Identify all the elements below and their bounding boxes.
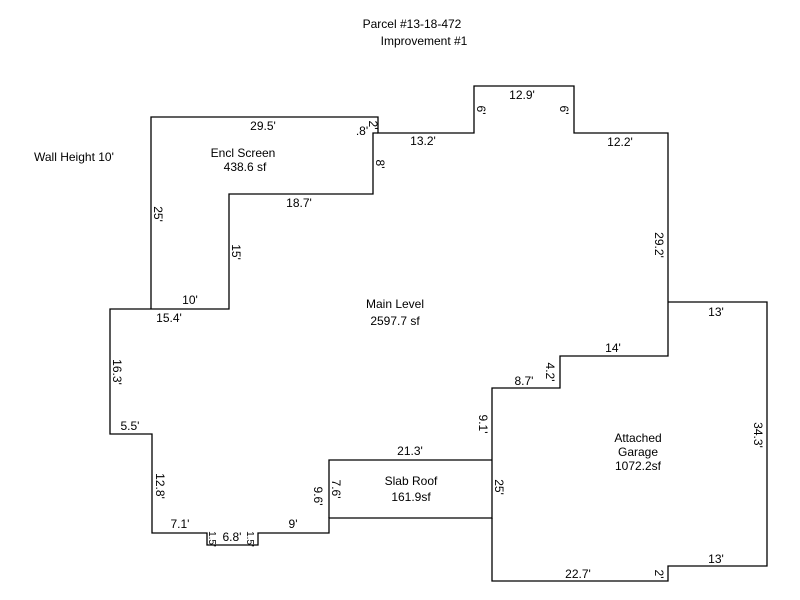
dim-label: 4.2' xyxy=(543,363,557,382)
dim-label: 25' xyxy=(492,479,506,495)
main-level-area: 2597.7 sf xyxy=(370,314,420,328)
dim-label: 8' xyxy=(373,160,387,169)
encl-screen-name: Encl Screen xyxy=(211,146,276,160)
dim-label: 2' xyxy=(366,121,380,130)
dim-label: 12.2' xyxy=(607,135,633,149)
dim-label: 22.7' xyxy=(565,567,591,581)
walls xyxy=(109,85,768,582)
dim-label: 1.5' xyxy=(206,531,217,547)
dim-label: 15' xyxy=(229,244,243,260)
slab-roof-name: Slab Roof xyxy=(385,474,438,488)
dim-label: 13.2' xyxy=(410,134,436,148)
dim-label: 10' xyxy=(182,293,198,307)
dim-label: 8.7' xyxy=(515,374,534,388)
dim-label: 18.7' xyxy=(286,196,312,210)
dim-label: 13' xyxy=(708,305,724,319)
dim-label: 9.6' xyxy=(311,487,325,506)
dimension-labels: 29.5' .8' 2' 13.2' 6' 12.9' 6' 12.2' 8' … xyxy=(110,88,765,581)
garage-name-2: Garage xyxy=(618,445,658,459)
dim-label: 9' xyxy=(289,517,298,531)
dim-label: 1.5' xyxy=(244,531,255,547)
dim-label: 7.6' xyxy=(329,480,343,499)
dim-label: 5.5' xyxy=(121,419,140,433)
dim-label: 6' xyxy=(557,106,571,115)
encl-screen-area: 438.6 sf xyxy=(224,160,267,174)
slab-roof-area: 161.9sf xyxy=(391,490,431,504)
dim-label: 21.3' xyxy=(397,444,423,458)
dim-label: 2' xyxy=(652,570,666,579)
dim-label: 29.2' xyxy=(652,232,666,258)
parcel-label: Parcel #13-18-472 xyxy=(363,17,462,31)
dim-label: 7.1' xyxy=(171,517,190,531)
garage-area: 1072.2sf xyxy=(615,459,662,473)
dim-label: 6' xyxy=(474,106,488,115)
dim-label: 25' xyxy=(151,206,165,222)
wall-height-label: Wall Height 10' xyxy=(34,150,114,164)
slab-roof-outline xyxy=(328,459,492,518)
dim-label: 12.8' xyxy=(153,473,167,499)
dim-label: 14' xyxy=(605,341,621,355)
main-outline xyxy=(109,85,669,546)
dim-label: 13' xyxy=(708,552,724,566)
dim-label: 16.3' xyxy=(110,359,124,385)
garage-outline xyxy=(491,301,768,582)
dim-label: 15.4' xyxy=(156,311,182,325)
encl-screen-inner-wall xyxy=(151,132,378,310)
dim-label: 29.5' xyxy=(250,119,276,133)
dim-label: 34.3' xyxy=(751,422,765,448)
dim-label: .8' xyxy=(356,124,368,138)
main-level-name: Main Level xyxy=(366,297,424,311)
dim-label: 12.9' xyxy=(509,88,535,102)
dim-label: 6.8' xyxy=(223,530,242,544)
garage-name-1: Attached xyxy=(614,431,661,445)
improvement-label: Improvement #1 xyxy=(381,34,468,48)
dim-label: 9.1' xyxy=(476,415,490,434)
